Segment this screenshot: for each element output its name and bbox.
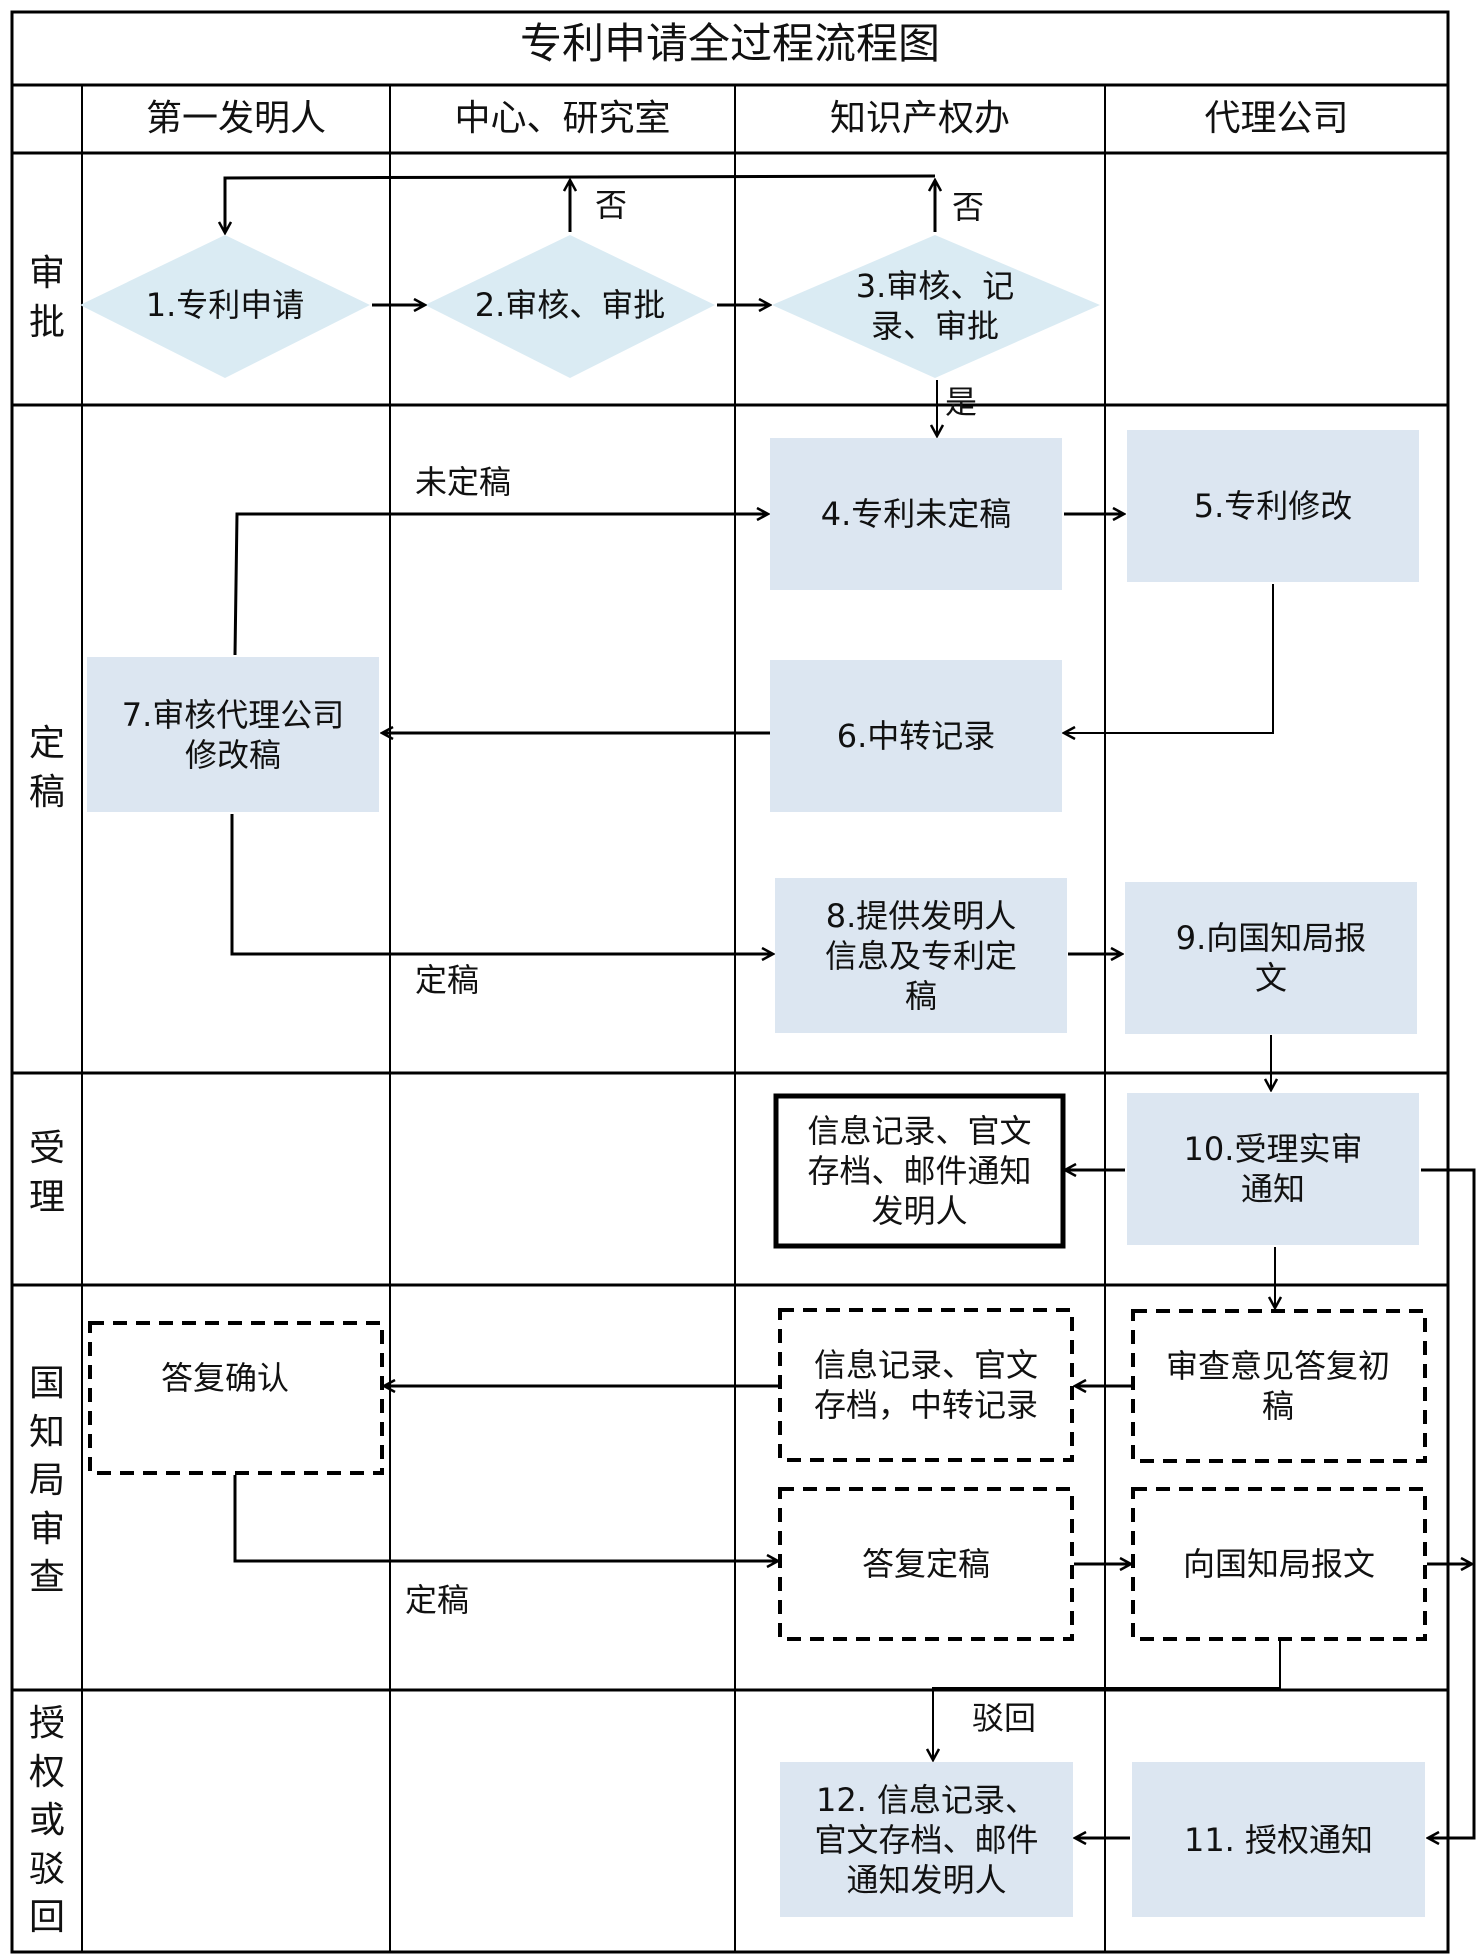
lane-label-approval: 审批 (28, 253, 65, 343)
node-10b-text: 信息记录、官文存档、邮件通知发明人 (807, 1112, 1032, 1230)
process-node-8 (775, 878, 1067, 1033)
exam-node-confirm (88, 1321, 384, 1475)
decision-node-1 (80, 235, 370, 378)
process-node-7 (87, 657, 379, 812)
node-4-text: 4.专利未定稿 (820, 495, 1012, 533)
node-11-text: 11. 授权通知 (1183, 1820, 1374, 1859)
column-header-center: 中心、研究室 (454, 98, 671, 139)
column-header-ip-office: 知识产权办 (829, 98, 1010, 139)
process-node-6 (770, 660, 1062, 812)
exam-node-final (778, 1487, 1074, 1641)
lane-label-finalize: 定稿 (28, 723, 65, 813)
node-2-text: 2.审核、审批 (474, 286, 666, 324)
node-7-text: 7.审核代理公司修改稿 (121, 695, 345, 774)
decision-node-2 (425, 235, 715, 378)
node-8-text: 8.提供发明人信息及专利定稿 (824, 896, 1017, 1015)
edge-no-back (225, 174, 936, 233)
edge-7-4 (233, 514, 768, 656)
lane-label-grant-reject: 授权或驳回 (28, 1703, 65, 1939)
exam-node-draft (1131, 1309, 1427, 1463)
exam-draft-text: 审查意见答复初稿 (1165, 1347, 1390, 1425)
diagram-title: 专利申请全过程流程图 (519, 19, 940, 68)
exam-confirm-text: 答复确认 (160, 1359, 289, 1397)
node-5-text: 5.专利修改 (1193, 487, 1353, 525)
exam-node-submit (1131, 1487, 1427, 1641)
column-header-inventor: 第一发明人 (145, 98, 326, 139)
node-1-text: 1.专利申请 (145, 286, 305, 324)
node-9-text: 9.向国知局报文 (1175, 919, 1367, 997)
edge-submit-reject (933, 1641, 1281, 1760)
process-node-9 (1125, 882, 1417, 1034)
edge-10-11 (1421, 1168, 1476, 1838)
edge-5-6 (1064, 584, 1274, 733)
edge-label-final-2: 定稿 (405, 1581, 470, 1619)
decision-node-3 (772, 235, 1100, 378)
edge-label-yes: 是 (945, 383, 978, 421)
edge-confirm-final (233, 1475, 778, 1561)
process-node-12 (780, 1762, 1073, 1917)
edge-label-not-final: 未定稿 (415, 463, 512, 501)
edge-label-no-2: 否 (595, 186, 628, 224)
exam-submit-text: 向国知局报文 (1182, 1545, 1375, 1583)
process-node-4 (770, 438, 1062, 590)
process-node-11 (1132, 1762, 1425, 1917)
edge-label-no-3: 否 (952, 188, 985, 226)
edge-7-8 (230, 814, 773, 954)
exam-final-text: 答复定稿 (861, 1545, 990, 1583)
process-node-5 (1127, 430, 1419, 582)
column-header-agency: 代理公司 (1204, 98, 1349, 139)
edge-label-reject: 驳回 (972, 1699, 1037, 1737)
lane-label-acceptance: 受理 (28, 1128, 65, 1218)
exam-node-record (778, 1308, 1074, 1462)
node-6-text: 6.中转记录 (836, 717, 996, 755)
edge-label-final-1: 定稿 (415, 961, 480, 999)
lane-label-examination: 国知局审查 (28, 1363, 65, 1599)
node-3-text: 3.审核、记录、审批 (855, 266, 1015, 345)
exam-record-text: 信息记录、官文存档，中转记录 (813, 1346, 1038, 1424)
process-node-10 (1127, 1093, 1419, 1245)
node-10-text: 10.受理实审通知 (1183, 1130, 1363, 1208)
swimlane-grid (10, 10, 1450, 1954)
node-12-text: 12. 信息记录、官文存档、邮件通知发明人 (814, 1780, 1039, 1899)
